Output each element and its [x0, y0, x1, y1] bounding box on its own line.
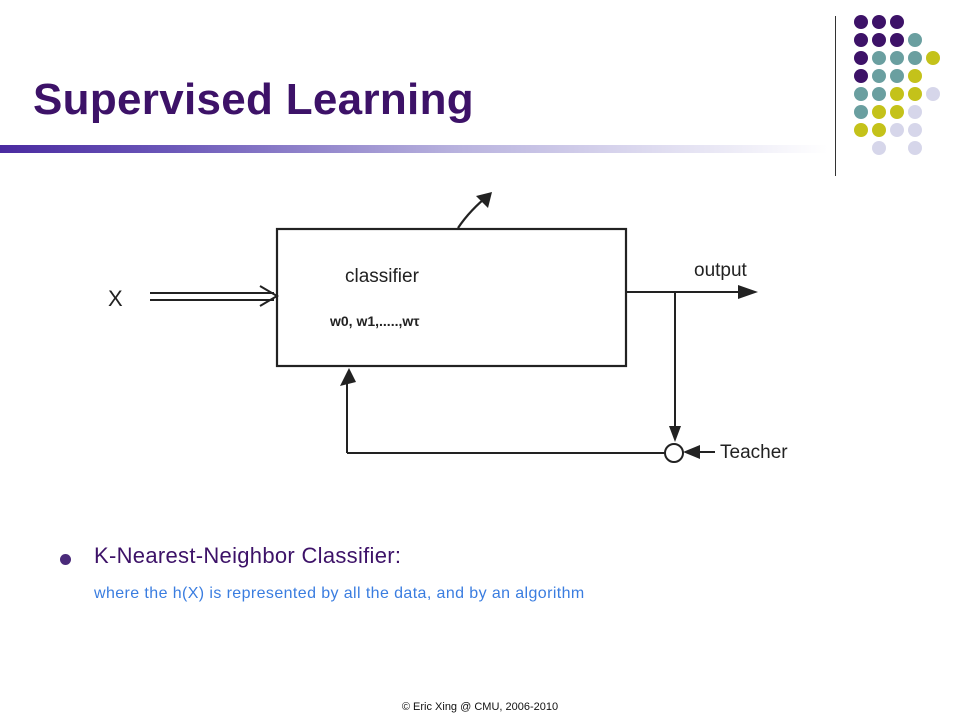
decor-dot [854, 87, 868, 101]
decor-dot [926, 51, 940, 65]
decor-dot [908, 51, 922, 65]
decor-dot [908, 123, 922, 137]
header-divider-vertical [835, 16, 836, 176]
branch-arrowhead [669, 426, 681, 442]
comparator-node [664, 443, 684, 463]
decor-dot [908, 69, 922, 83]
decor-dot [890, 87, 904, 101]
slide-footer: © Eric Xing @ CMU, 2006-2010 [401, 701, 559, 713]
decor-dot [890, 33, 904, 47]
decor-dot [908, 105, 922, 119]
decor-dot [854, 69, 868, 83]
decor-dot [872, 87, 886, 101]
decor-dot [908, 33, 922, 47]
bullet-heading: K-Nearest-Neighbor Classifier: [94, 543, 402, 568]
classifier-box [275, 227, 628, 368]
adjust-arrowhead [476, 192, 492, 208]
weights-label: w0, w1,.....,wτ [329, 313, 420, 329]
decor-dot [890, 69, 904, 83]
decor-dot [890, 123, 904, 137]
decor-dot [872, 69, 886, 83]
input-label: X [108, 286, 123, 311]
decor-dot [872, 33, 886, 47]
teacher-arrowhead [683, 445, 700, 459]
decor-dot [854, 51, 868, 65]
decor-dot [854, 15, 868, 29]
decor-dot [872, 141, 886, 155]
decor-dot [872, 51, 886, 65]
decor-dot [890, 15, 904, 29]
bullet-dot-icon [60, 554, 71, 565]
bullet-subtext: where the h(X) is represented by all the… [94, 585, 585, 602]
decor-dot [854, 123, 868, 137]
decor-dot [926, 87, 940, 101]
decor-dot [890, 105, 904, 119]
title-underline [0, 145, 828, 153]
decor-dot [854, 33, 868, 47]
decor-dot [908, 141, 922, 155]
decor-dot [908, 87, 922, 101]
decor-dot [854, 105, 868, 119]
classifier-label: classifier [345, 266, 420, 287]
decor-dot [872, 123, 886, 137]
input-arrowhead [259, 285, 279, 307]
feedback-arrowhead [340, 368, 356, 386]
decor-dot [872, 105, 886, 119]
decor-dot [890, 51, 904, 65]
decor-dot [872, 15, 886, 29]
slide-title: Supervised Learning [33, 75, 474, 124]
output-arrowhead [738, 285, 758, 299]
teacher-label: Teacher [720, 442, 788, 463]
supervised-learning-diagram: X classifier w0, w1,.....,wτ output Teac… [108, 192, 788, 463]
output-label: output [694, 260, 748, 281]
